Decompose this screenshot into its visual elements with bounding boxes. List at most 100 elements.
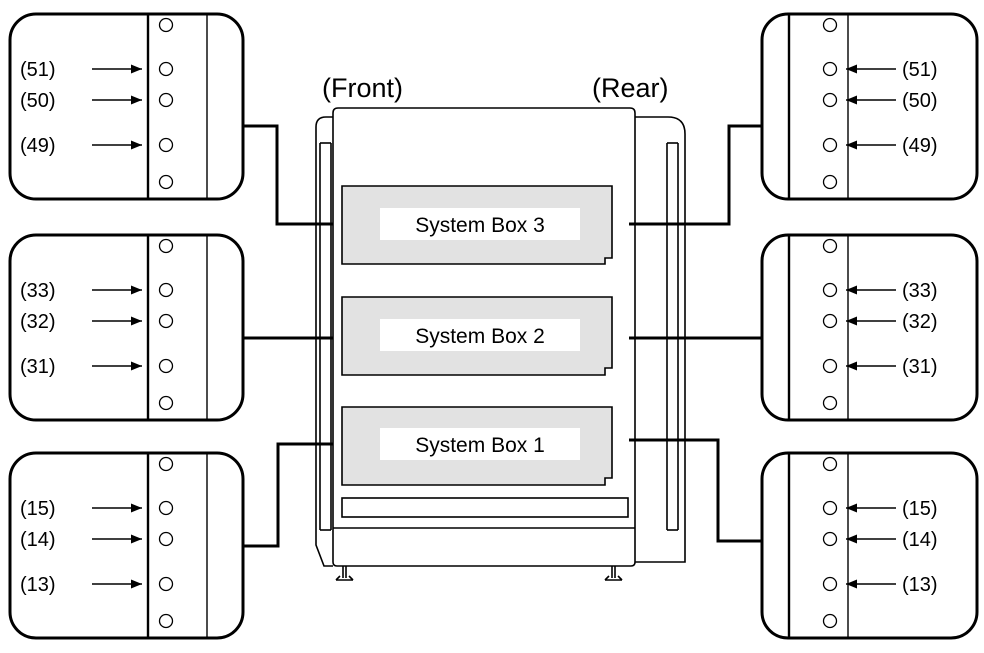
connector-hole xyxy=(158,313,174,329)
cabinet-foot-left xyxy=(335,566,354,581)
left-callout-box-2: (33) (32) (31) xyxy=(8,233,245,422)
connector-left-1 xyxy=(243,442,333,548)
system-box-3-label: System Box 3 xyxy=(415,214,545,237)
connector-right-1 xyxy=(629,438,762,543)
cabinet-body xyxy=(332,107,636,567)
connector-hole xyxy=(158,456,174,472)
connector-hole xyxy=(158,137,174,153)
connector-hole xyxy=(158,500,174,516)
connector-hole xyxy=(822,500,838,516)
front-label: (Front) xyxy=(322,73,403,103)
connector-lines xyxy=(243,124,762,548)
arrow-head xyxy=(846,140,857,150)
position-number: (32) xyxy=(902,311,938,333)
position-number: (13) xyxy=(20,574,56,596)
right-callout-frame xyxy=(760,233,979,422)
connector-hole xyxy=(158,174,174,190)
left-callout-frame xyxy=(8,451,245,640)
position-number: (31) xyxy=(902,356,938,378)
position-number: (33) xyxy=(20,280,56,302)
connector-hole xyxy=(158,576,174,592)
system-box-1-label: System Box 1 xyxy=(415,434,545,457)
position-number: (51) xyxy=(20,59,56,81)
connector-hole xyxy=(822,613,838,629)
connector-hole xyxy=(158,92,174,108)
connector-left-3 xyxy=(243,124,333,226)
connector-hole xyxy=(158,238,174,254)
right-callouts: (51) (50) (49) (33) (32) (31) (15) (14) (13) xyxy=(760,12,979,640)
connector-hole xyxy=(158,395,174,411)
connector-hole xyxy=(822,174,838,190)
connector-hole xyxy=(158,17,174,33)
position-number: (50) xyxy=(902,90,938,112)
connector-hole xyxy=(158,358,174,374)
connector-hole xyxy=(822,61,838,77)
arrow-head xyxy=(846,579,857,589)
system-box-2-label-bg xyxy=(380,319,580,351)
left-callout-frame xyxy=(8,233,245,422)
connector-hole xyxy=(822,358,838,374)
system-box-3: System Box 3 xyxy=(341,185,613,265)
arrow-head xyxy=(131,361,142,371)
rear-label: (Rear) xyxy=(592,73,669,103)
left-callout-frame xyxy=(8,12,245,201)
arrow-head xyxy=(131,579,142,589)
system-box-3-label-bg xyxy=(380,208,580,240)
position-number: (33) xyxy=(902,280,938,302)
right-callout-frame xyxy=(760,451,979,640)
position-number: (31) xyxy=(20,356,56,378)
arrow-head xyxy=(131,64,142,74)
connector-hole xyxy=(158,282,174,298)
right-callout-box-2: (33) (32) (31) xyxy=(760,233,979,422)
connector-hole xyxy=(822,395,838,411)
arrow-head xyxy=(131,95,142,105)
position-number: (51) xyxy=(902,59,938,81)
arrow-head xyxy=(846,95,857,105)
system-box-2: System Box 2 xyxy=(341,296,613,376)
connector-hole xyxy=(822,238,838,254)
arrow-head xyxy=(846,285,857,295)
connector-hole xyxy=(822,17,838,33)
connector-hole xyxy=(158,613,174,629)
connector-hole xyxy=(822,456,838,472)
arrow-head xyxy=(846,503,857,513)
system-box-1: System Box 1 xyxy=(341,406,613,486)
right-callout-box-1: (15) (14) (13) xyxy=(760,451,979,640)
position-number: (50) xyxy=(20,90,56,112)
position-number: (14) xyxy=(902,529,938,551)
connector-hole xyxy=(822,137,838,153)
arrow-head xyxy=(131,534,142,544)
position-number: (15) xyxy=(902,498,938,520)
position-number: (13) xyxy=(902,574,938,596)
left-callout-box-3: (51)(50)(49) xyxy=(8,12,245,201)
arrow-head xyxy=(846,361,857,371)
cabinet-foot-right xyxy=(604,566,623,581)
connector-hole xyxy=(158,531,174,547)
arrow-head xyxy=(846,534,857,544)
system-box-2-label: System Box 2 xyxy=(415,325,545,348)
connector-hole xyxy=(822,531,838,547)
position-number: (32) xyxy=(20,311,56,333)
left-callout-box-1: (15)(14)(13) xyxy=(8,451,245,640)
connector-hole xyxy=(822,313,838,329)
right-callout-frame xyxy=(760,12,979,201)
cabinet-left-side xyxy=(315,116,333,567)
cabinet-base-bar xyxy=(341,497,629,518)
connector-hole xyxy=(822,92,838,108)
arrow-head xyxy=(846,316,857,326)
connector-hole xyxy=(158,61,174,77)
arrow-head xyxy=(131,316,142,326)
arrow-head xyxy=(131,285,142,295)
arrow-head xyxy=(131,503,142,513)
position-number: (49) xyxy=(902,135,938,157)
connector-right-3 xyxy=(629,124,762,226)
right-callout-box-3: (51) (50) (49) xyxy=(760,12,979,201)
left-callouts: (51)(50)(49)(33)(32)(31)(15)(14)(13) xyxy=(8,12,245,640)
position-number: (14) xyxy=(20,529,56,551)
arrow-head xyxy=(131,140,142,150)
connector-hole xyxy=(822,282,838,298)
connector-hole xyxy=(822,576,838,592)
system-box-1-label-bg xyxy=(380,428,580,460)
